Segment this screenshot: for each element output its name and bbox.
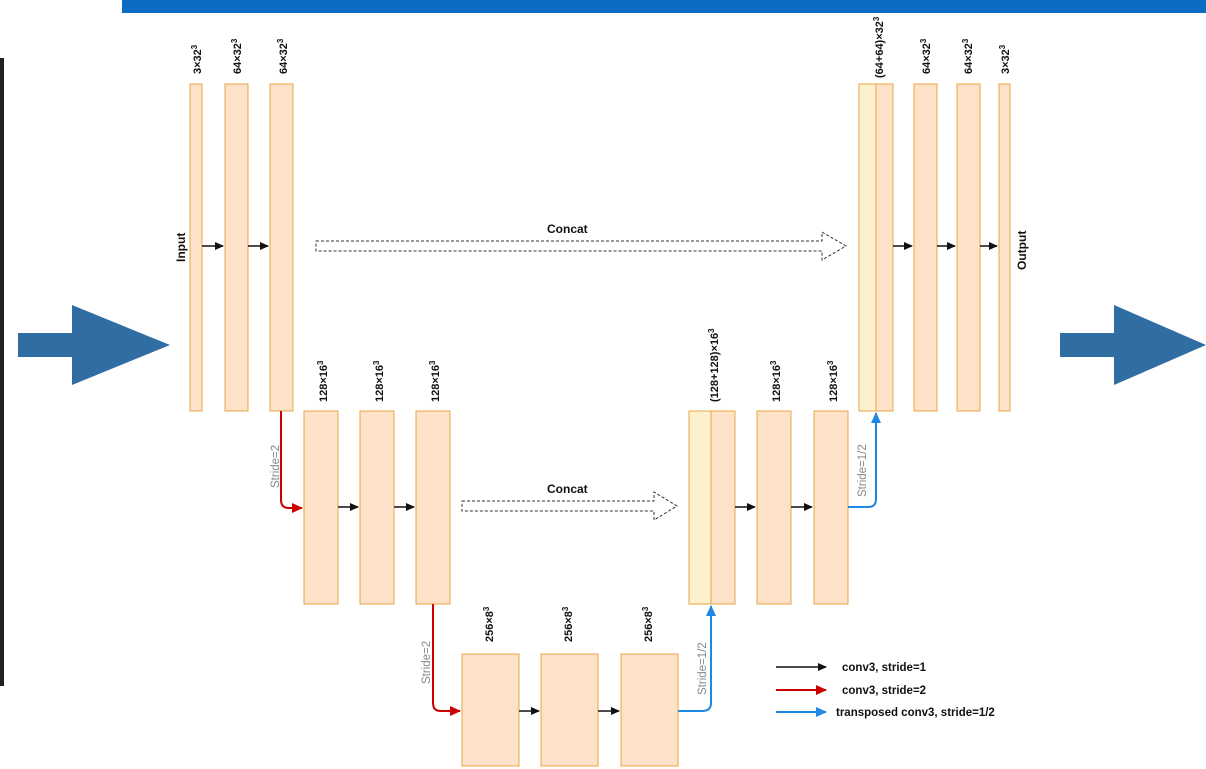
dec1-label-1: (64+64)×323 (872, 16, 886, 78)
bottleneck-block-1 (462, 654, 519, 766)
enc2-block-2 (360, 411, 394, 604)
enc1-label-3: 64×323 (276, 38, 290, 74)
dec1-block-3 (957, 84, 980, 411)
enc2-label-2: 128×163 (372, 360, 386, 402)
enc1-label-1: 3×323 (190, 44, 204, 74)
dec2-label-2: 128×163 (769, 360, 783, 402)
enc1-block-1 (190, 84, 202, 411)
dec1-concat-block (859, 84, 876, 411)
stride-label-down-2: Stride=2 (421, 641, 433, 684)
bottleneck-label-3: 256×83 (641, 606, 655, 642)
bottleneck-label-2: 256×83 (561, 606, 575, 642)
enc2-label-3: 128×163 (428, 360, 442, 402)
right-big-arrow-icon (1060, 305, 1206, 385)
dec1-label-2: 64×323 (919, 38, 933, 74)
dec2-label-1: (128+128)×163 (707, 328, 721, 402)
concat-arrow-mid (462, 492, 677, 520)
dec1-block-1 (876, 84, 893, 411)
output-label: Output (1015, 231, 1029, 270)
concat-arrow-top (316, 232, 846, 260)
concat-label-top: Concat (547, 222, 588, 236)
legend-text-1: conv3, stride=1 (842, 662, 927, 674)
dec1-label-4: 3×323 (998, 44, 1012, 74)
legend: conv3, stride=1 conv3, stride=2 transpos… (776, 662, 995, 719)
bottleneck-block-3 (621, 654, 678, 766)
enc2-block-3 (416, 411, 450, 604)
left-big-arrow-icon (18, 305, 170, 385)
top-banner (122, 0, 1206, 13)
input-label: Input (174, 233, 188, 262)
enc1-block-2 (225, 84, 248, 411)
stride-label-up-1: Stride=1/2 (697, 642, 709, 695)
enc2-block-1 (304, 411, 338, 604)
enc1-block-3 (270, 84, 293, 411)
bottleneck-block-2 (541, 654, 598, 766)
concat-label-mid: Concat (547, 482, 588, 496)
dec1-block-2 (914, 84, 937, 411)
dec2-block-1 (711, 411, 735, 604)
dec2-concat-block (689, 411, 711, 604)
downsample-arrow-1 (281, 411, 302, 508)
downsample-arrow-2 (433, 604, 460, 711)
stride-label-down-1: Stride=2 (270, 445, 282, 488)
left-image-edge (0, 58, 4, 686)
stride-label-up-2: Stride=1/2 (857, 444, 869, 497)
dec1-label-3: 64×323 (961, 38, 975, 74)
enc1-label-2: 64×323 (230, 38, 244, 74)
legend-text-2: conv3, stride=2 (842, 685, 926, 697)
dec1-block-4 (999, 84, 1010, 411)
legend-text-3: transposed conv3, stride=1/2 (836, 707, 995, 719)
dec2-block-2 (757, 411, 791, 604)
bottleneck-label-1: 256×83 (482, 606, 496, 642)
dec2-block-3 (814, 411, 848, 604)
enc2-label-1: 128×163 (316, 360, 330, 402)
dec2-label-3: 128×163 (826, 360, 840, 402)
